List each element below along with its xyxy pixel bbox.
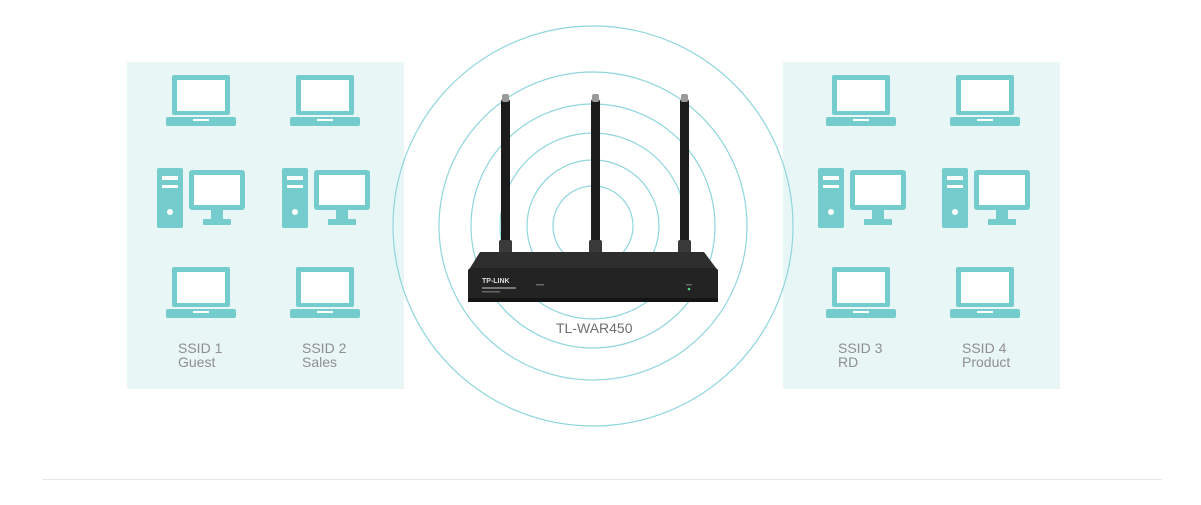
- router-top: [470, 252, 716, 268]
- laptop-icon: [826, 267, 896, 318]
- ssid-id: SSID 3: [838, 340, 883, 356]
- ssid-name: Guest: [178, 354, 216, 370]
- ssid-name: Product: [962, 354, 1011, 370]
- ssid-name: Sales: [302, 354, 338, 370]
- ssid-label-1: SSID 1 Guest: [178, 341, 222, 369]
- desktop-icon: [818, 168, 906, 228]
- router-brand: TP-LINK: [482, 278, 510, 285]
- ssid-id: SSID 4: [962, 340, 1007, 356]
- signal-ring: [438, 71, 748, 381]
- ssid-label-3: SSID 3 RD: [838, 341, 882, 369]
- ssid-id: SSID 1: [178, 340, 223, 356]
- ssid-label-4: SSID 4 Product: [962, 341, 1010, 369]
- desktop-icon: [282, 168, 370, 228]
- laptop-icon: [290, 267, 360, 318]
- laptop-icon: [826, 75, 896, 126]
- laptop-icon: [166, 267, 236, 318]
- signal-ring: [392, 25, 794, 427]
- ssid-label-2: SSID 2 Sales: [302, 341, 346, 369]
- desktop-icon: [942, 168, 1030, 228]
- ssid-name: RD: [838, 354, 859, 370]
- laptop-icon: [166, 75, 236, 126]
- router-front: [468, 268, 718, 301]
- desktop-icon: [157, 168, 245, 228]
- router-model-label: TL-WAR450: [556, 320, 633, 336]
- antenna: [501, 98, 689, 254]
- router-image: TP-LINK: [468, 94, 718, 302]
- laptop-icon: [950, 75, 1020, 126]
- ssid-id: SSID 2: [302, 340, 347, 356]
- laptop-icon: [290, 75, 360, 126]
- bottom-divider: [42, 479, 1162, 480]
- laptop-icon: [950, 267, 1020, 318]
